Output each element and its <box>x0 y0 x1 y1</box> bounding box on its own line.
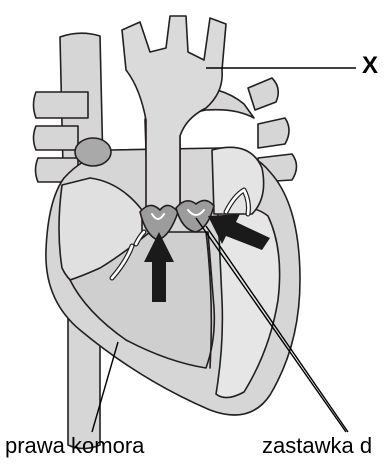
label-right-ventricle: prawa komora <box>5 435 144 457</box>
label-valve: zastawka d <box>262 435 372 457</box>
label-x: X <box>362 54 378 78</box>
left-atrium <box>212 147 264 214</box>
vena-cava-opening <box>75 138 111 166</box>
